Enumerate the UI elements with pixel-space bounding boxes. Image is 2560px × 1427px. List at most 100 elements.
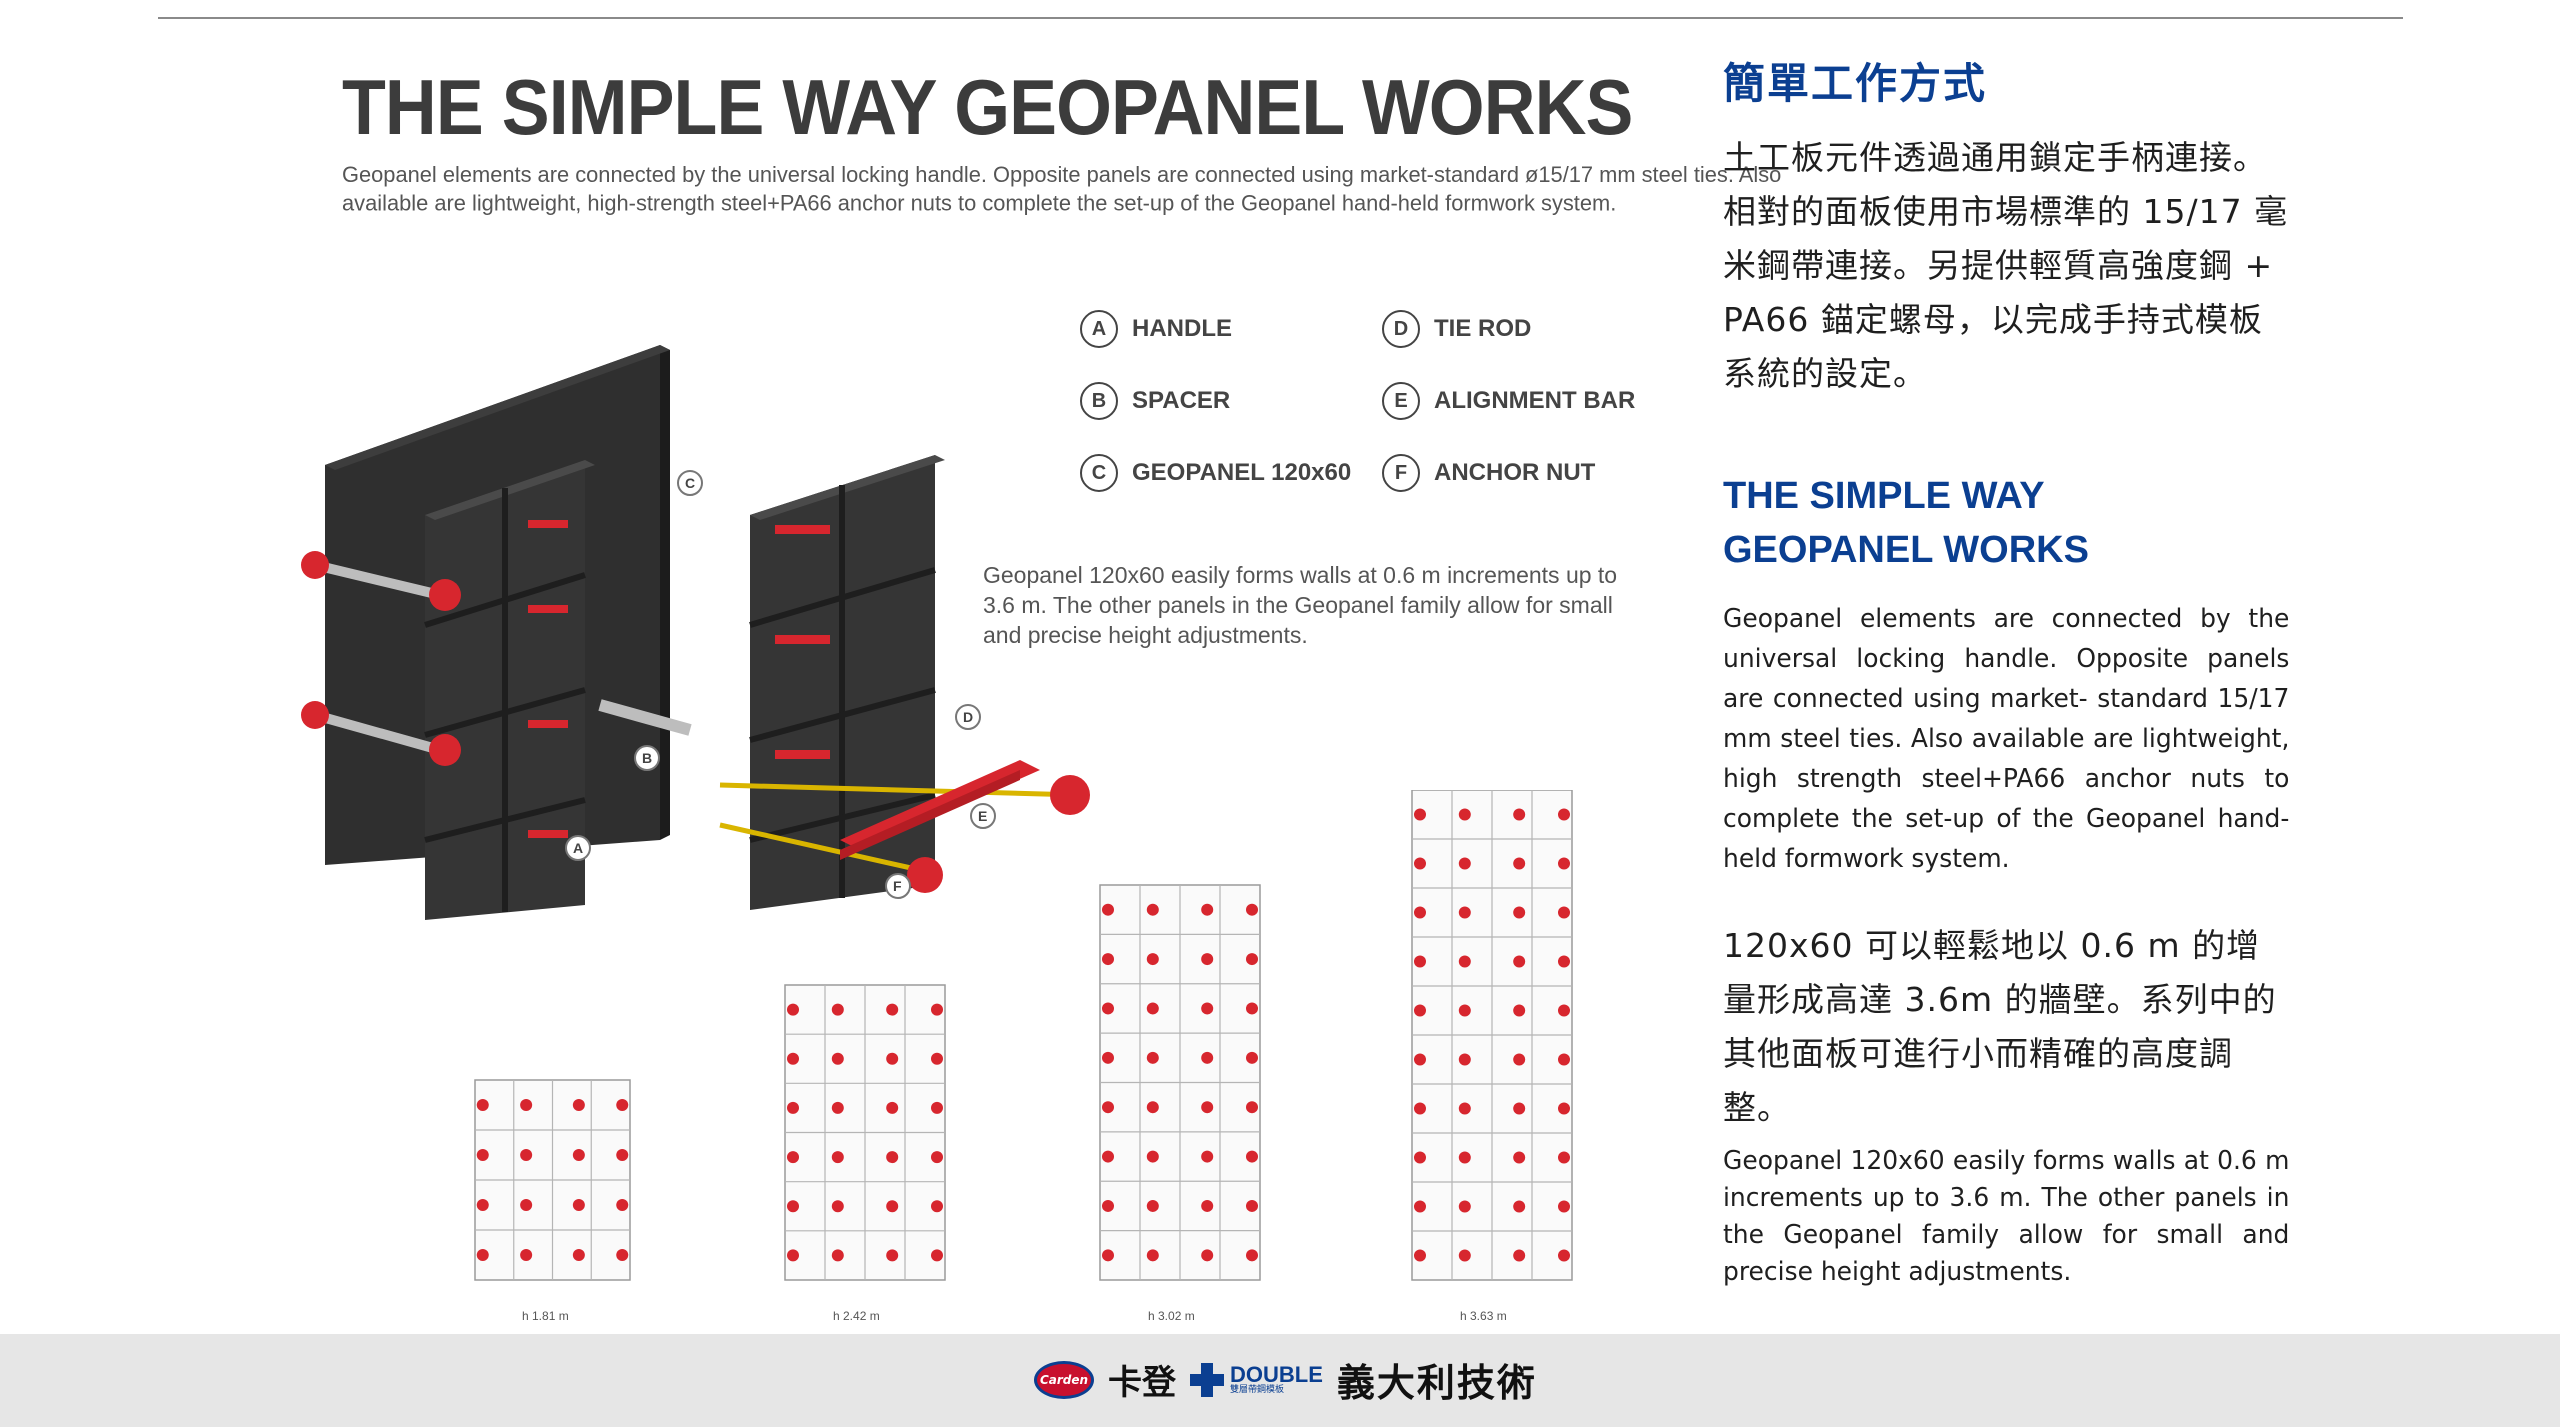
handle-marker (1414, 1200, 1426, 1213)
handle-marker (1513, 955, 1526, 968)
svg-text:E: E (978, 808, 987, 824)
image-description: Geopanel elements are connected by the u… (342, 161, 1782, 216)
handle-marker (1146, 1249, 1159, 1262)
handle-marker (1458, 1200, 1471, 1213)
handle-marker (616, 1199, 629, 1211)
handle-marker (520, 1149, 533, 1161)
handle-marker (787, 1052, 799, 1065)
height-label-4: h 3.63 m (1460, 1309, 1507, 1323)
wall-config-1 (474, 1079, 631, 1281)
handle-marker (572, 1199, 585, 1211)
handle-marker (616, 1249, 629, 1261)
handle-marker (831, 1101, 844, 1114)
panel-height-note: Geopanel 120x60 easily forms walls at 0.… (983, 562, 1618, 648)
handle-marker (520, 1249, 533, 1261)
handle-marker (1146, 903, 1159, 916)
handle-marker (1246, 1101, 1258, 1114)
handle-marker (1558, 906, 1570, 919)
en-section-title: THE SIMPLE WAY GEOPANEL WORKS (1723, 475, 2089, 571)
double-cross-icon (1190, 1362, 1224, 1397)
handle-marker (1246, 1249, 1258, 1262)
handle-marker (1513, 1004, 1526, 1017)
handle-marker (1513, 1151, 1526, 1164)
handle-marker (831, 1249, 844, 1262)
handle-marker (572, 1249, 585, 1261)
svg-text:A: A (573, 840, 583, 856)
handle-marker (1513, 1200, 1526, 1213)
handle-marker (1102, 1249, 1114, 1262)
handle-marker (831, 1151, 844, 1164)
handle-marker (1246, 953, 1258, 966)
handle-marker (1201, 953, 1214, 966)
spacer-rods (301, 551, 692, 766)
legend-item-tie-rod: D TIE ROD (1382, 310, 1531, 348)
handle-marker (572, 1099, 585, 1111)
en-height-description: Geopanel 120x60 easily forms walls at 0.… (1723, 1146, 2290, 1287)
handle-marker (1558, 1102, 1570, 1115)
handle-marker (886, 1249, 899, 1262)
handle-marker (1414, 1249, 1426, 1262)
handle-marker (1414, 857, 1426, 870)
handle-marker (1246, 903, 1258, 916)
front-left-panel (424, 460, 595, 920)
handle-marker (616, 1099, 629, 1111)
handle-marker (831, 1052, 844, 1065)
legend-item-spacer: B SPACER (1080, 382, 1230, 420)
handle-marker (1246, 1002, 1258, 1015)
handle-marker (1414, 1053, 1426, 1066)
height-configurations: h 1.81 m h 2.42 m h 3.02 m h 3.63 m (474, 790, 1573, 1323)
handle-marker (1558, 808, 1570, 821)
handle-marker (1558, 1200, 1570, 1213)
front-right-panel (749, 455, 945, 910)
handle-marker (1246, 1051, 1258, 1064)
handle-marker (1201, 1150, 1214, 1163)
double-logo: DOUBLE 雙層帶鋼模板 (1190, 1362, 1323, 1397)
brand-name-zh: 卡登 (1108, 1363, 1176, 1403)
handle-marker (1513, 906, 1526, 919)
handle-marker (1513, 1249, 1526, 1262)
handle-marker (1458, 1004, 1471, 1017)
handle-marker (1414, 1004, 1426, 1017)
handle-marker (931, 1003, 943, 1016)
handle-marker (1414, 1151, 1426, 1164)
handle-marker (1146, 1002, 1159, 1015)
handle-marker (1201, 1199, 1214, 1212)
handle-marker (1102, 1002, 1114, 1015)
handle-marker (1414, 808, 1426, 821)
handle-marker (1102, 953, 1114, 966)
handle-marker (1146, 953, 1159, 966)
svg-text:D: D (963, 709, 973, 725)
handle-marker (1102, 903, 1114, 916)
handle-marker (886, 1151, 899, 1164)
tie-rods-and-alignment-bar (719, 760, 1090, 893)
handle-marker (1558, 955, 1570, 968)
handle-marker (787, 1003, 799, 1016)
handle-marker (1414, 1102, 1426, 1115)
legend-item-geopanel: C GEOPANEL 120x60 (1080, 454, 1351, 492)
callout-f: F (885, 873, 911, 899)
handle-marker (1558, 857, 1570, 870)
handle-marker (831, 1200, 844, 1213)
handle-marker (1458, 1053, 1471, 1066)
handle-marker (1146, 1150, 1159, 1163)
handle-marker (1458, 808, 1471, 821)
zh-description: 土工板元件透過通用鎖定手柄連接。相對的面板使用市場標準的 15/17 毫米鋼帶連… (1723, 138, 2289, 393)
handle-marker (1102, 1051, 1114, 1064)
footer-bar: Carden 卡登 DOUBLE 雙層帶鋼模板 義大利技術 (0, 1334, 2560, 1427)
wall-config-3 (1099, 884, 1261, 1281)
handle-marker (1201, 903, 1214, 916)
handle-marker (1513, 1102, 1526, 1115)
handle-marker (1458, 1151, 1471, 1164)
assembly-illustration: C B A D E F (301, 345, 1090, 920)
handle-marker (931, 1101, 943, 1114)
height-label-1: h 1.81 m (522, 1309, 569, 1323)
handle-marker (1146, 1101, 1159, 1114)
legend-item-alignment-bar: E ALIGNMENT BAR (1382, 382, 1635, 420)
handle-marker (520, 1199, 533, 1211)
footer-brand: Carden 卡登 DOUBLE 雙層帶鋼模板 義大利技術 (1034, 1352, 1537, 1407)
handle-marker (1414, 955, 1426, 968)
height-label-2: h 2.42 m (833, 1309, 880, 1323)
handle-marker (476, 1099, 489, 1111)
handle-marker (1458, 955, 1471, 968)
handle-marker (1201, 1051, 1214, 1064)
